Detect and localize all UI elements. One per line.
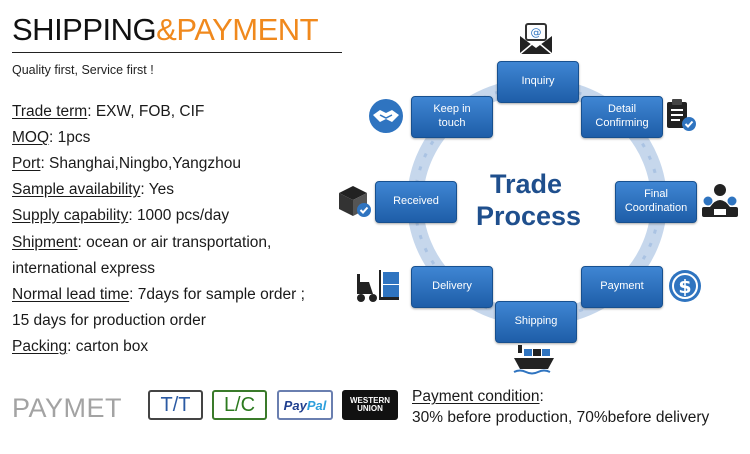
step-payment: Payment (581, 266, 663, 308)
info-value: : 7days for sample order ; (129, 286, 305, 303)
diagram-title-trade: Trade (490, 169, 563, 199)
payment-condition-label: Payment condition: (412, 388, 544, 405)
info-shipment: Shipment: ocean or air transportation, (12, 235, 271, 251)
info-sample: Sample availability: Yes (12, 182, 174, 198)
info-label: Trade term (12, 103, 88, 120)
info-value: : ocean or air transportation, (77, 234, 272, 251)
clipboard-check-icon (667, 99, 696, 131)
cargo-ship-icon (513, 345, 554, 375)
svg-text:$: $ (678, 276, 691, 298)
info-label: MOQ (12, 129, 50, 146)
info-label: Packing (12, 338, 68, 355)
info-label: Supply capability (12, 207, 129, 224)
step-label: Received (393, 195, 439, 208)
title-payment: &PAYMENT (156, 12, 319, 47)
tt-badge: T/T (148, 390, 203, 420)
title-underline (12, 52, 342, 53)
dollar-coin-icon: $ (669, 270, 701, 302)
payment-heading: PAYMET (12, 393, 123, 423)
info-trade-term: Trade term: EXW, FOB, CIF (12, 104, 204, 120)
info-supply: Supply capability: 1000 pcs/day (12, 208, 229, 224)
info-value: : Shanghai,Ningbo,Yangzhou (40, 155, 241, 172)
step-label: Inquiry (521, 75, 555, 88)
box-received-icon (339, 186, 371, 217)
info-packing: Packing: carton box (12, 339, 148, 355)
info-shipment-cont: international express (12, 261, 155, 277)
info-label: Sample availability (12, 181, 141, 198)
step-label: Payment (600, 280, 644, 293)
forklift-icon (357, 270, 399, 302)
info-port: Port: Shanghai,Ningbo,Yangzhou (12, 156, 241, 172)
info-label: Normal lead time (12, 286, 130, 303)
info-moq: MOQ: 1pcs (12, 130, 90, 146)
step-label: Delivery (432, 280, 472, 293)
handshake-icon (369, 99, 403, 133)
step-delivery: Delivery (411, 266, 493, 308)
info-value: : 1pcs (49, 129, 91, 146)
diagram-title-process: Process (476, 201, 582, 231)
info-lead-time-cont: 15 days for production order (12, 313, 206, 329)
meeting-people-icon (702, 184, 738, 217)
info-value: : carton box (67, 338, 149, 355)
page-title: SHIPPING&PAYMENT (12, 12, 319, 47)
info-value: : 1000 pcs/day (128, 207, 230, 224)
payment-condition-value: 30% before production, 70%before deliver… (412, 409, 710, 426)
title-shipping: SHIPPING (12, 12, 157, 47)
info-lead-time: Normal lead time: 7days for sample order… (12, 287, 305, 303)
info-value: : EXW, FOB, CIF (87, 103, 205, 120)
tagline: Quality first, Service first ! (12, 63, 154, 77)
lc-badge: L/C (212, 390, 267, 420)
info-label: Port (12, 155, 41, 172)
info-value: : Yes (140, 181, 174, 198)
step-label: Shipping (514, 315, 558, 328)
info-value: international express (12, 260, 156, 277)
info-value: 15 days for production order (12, 312, 206, 329)
email-icon: @ (519, 23, 553, 55)
step-inquiry: Inquiry (497, 61, 579, 103)
info-label: Shipment (12, 234, 78, 251)
step-received: Received (375, 181, 457, 223)
svg-text:@: @ (531, 26, 542, 39)
step-shipping: Shipping (495, 301, 577, 343)
